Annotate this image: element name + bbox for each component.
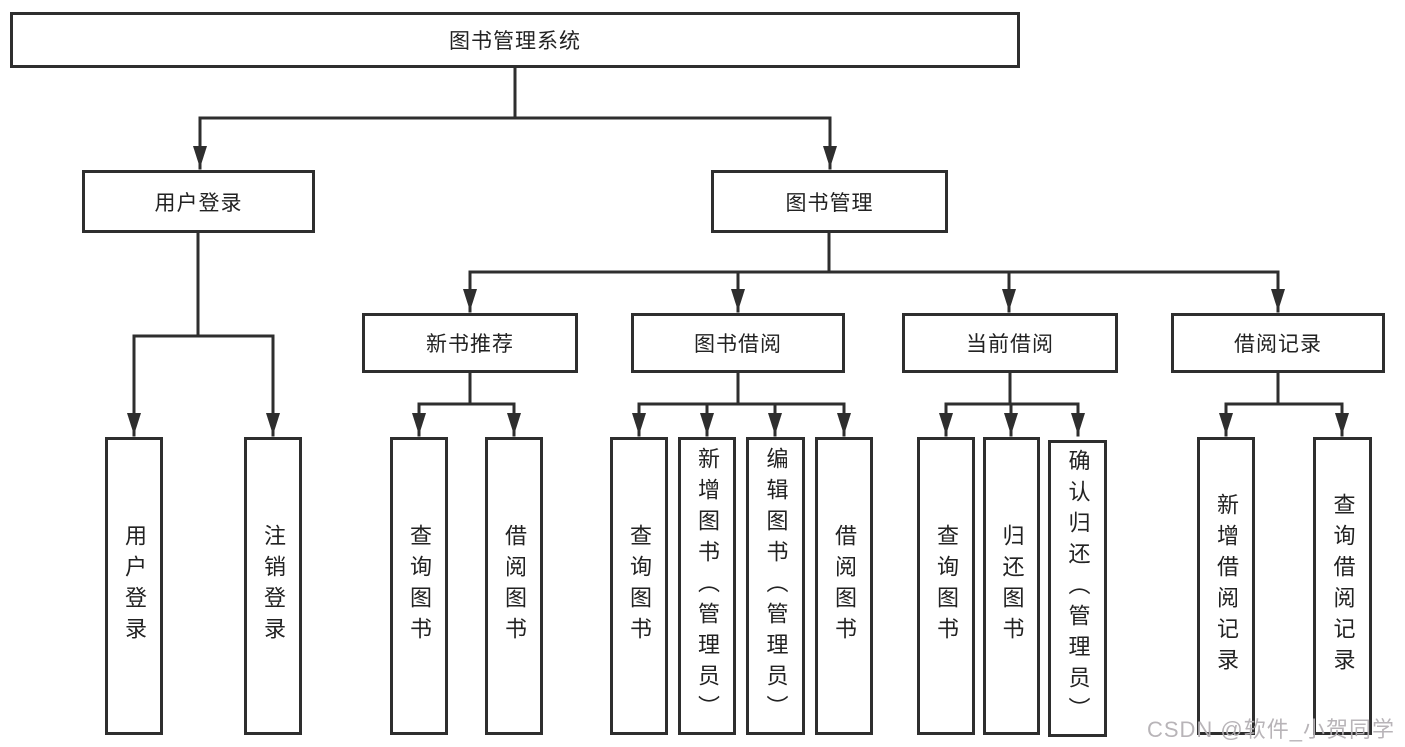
leaf-bb-borrow-books: 借阅图书 (815, 437, 873, 735)
leaf-br-query-borrow-record: 查询借阅记录 (1313, 437, 1372, 735)
leaf-cb-return-books: 归还图书 (983, 437, 1040, 735)
leaf-cb-query-books: 查询图书 (917, 437, 975, 735)
node-borrow-records: 借阅记录 (1171, 313, 1385, 373)
node-book-borrow: 图书借阅 (631, 313, 845, 373)
node-new-book-recommend: 新书推荐 (362, 313, 578, 373)
leaf-bb-add-books-admin: 新增图书（管理员） (678, 437, 736, 735)
leaf-nbr-query-books: 查询图书 (390, 437, 448, 735)
node-root: 图书管理系统 (10, 12, 1020, 68)
node-user-login: 用户登录 (82, 170, 315, 233)
leaf-logout-login: 注销登录 (244, 437, 302, 735)
leaf-bb-query-books: 查询图书 (610, 437, 668, 735)
leaf-br-add-borrow-record: 新增借阅记录 (1197, 437, 1255, 735)
leaf-nbr-borrow-books: 借阅图书 (485, 437, 543, 735)
leaf-user-login: 用户登录 (105, 437, 163, 735)
leaf-cb-confirm-return-admin: 确认归还（管理员） (1048, 440, 1107, 737)
node-book-mgmt: 图书管理 (711, 170, 948, 233)
leaf-bb-edit-books-admin: 编辑图书（管理员） (746, 437, 805, 735)
watermark: CSDN @软件_小贺同学 (1146, 717, 1395, 742)
node-current-borrow: 当前借阅 (902, 313, 1118, 373)
